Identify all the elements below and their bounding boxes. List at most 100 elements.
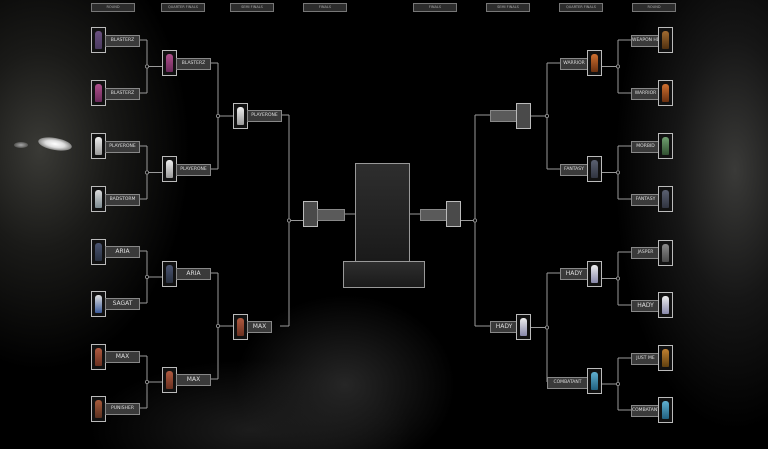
player-name-plate[interactable]: COMBATANT (547, 377, 588, 389)
player-name-plate[interactable]: MAX (105, 351, 140, 363)
player-name-plate[interactable]: SAGAT (105, 298, 140, 310)
player-name-plate[interactable]: BLASTERZ (105, 88, 140, 100)
fighter-portrait (166, 160, 173, 178)
player-name-plate[interactable]: COMBATANT (631, 405, 660, 417)
player-card[interactable] (162, 261, 177, 287)
player-card[interactable] (658, 80, 673, 106)
player-name-plate[interactable]: FANTASY (560, 164, 588, 176)
player-card[interactable] (587, 368, 602, 394)
fighter-portrait (662, 137, 669, 155)
player-card[interactable] (91, 80, 106, 106)
final-slot-card[interactable] (446, 201, 461, 227)
fighter-portrait (662, 401, 669, 419)
fighter-portrait (591, 372, 598, 390)
player-card[interactable] (233, 314, 248, 340)
fighter-portrait (95, 137, 102, 155)
fighter-portrait (166, 371, 173, 389)
player-card[interactable] (91, 396, 106, 422)
player-card[interactable] (658, 397, 673, 423)
bracket-node (616, 276, 621, 281)
header-left-semi: SEMI FINALS (230, 3, 274, 12)
player-card[interactable] (658, 186, 673, 212)
player-card[interactable] (91, 186, 106, 212)
header-right-semi: SEMI FINALS (486, 3, 530, 12)
player-card[interactable] (91, 27, 106, 53)
fighter-portrait (662, 190, 669, 208)
header-right-final: FINALS (413, 3, 457, 12)
player-card[interactable] (233, 103, 248, 129)
player-name-plate[interactable]: PLAYERONE (105, 141, 140, 153)
player-name-plate[interactable]: ARIA (176, 268, 211, 280)
player-card[interactable] (658, 133, 673, 159)
bracket-node (144, 274, 149, 279)
player-card[interactable] (162, 156, 177, 182)
player-name-plate[interactable]: PUNISHER (105, 403, 140, 415)
fighter-portrait (591, 54, 598, 72)
player-name-plate[interactable]: HADY (631, 300, 660, 312)
fighter-portrait (95, 348, 102, 366)
fighter-portrait (95, 400, 102, 418)
player-card[interactable] (587, 50, 602, 76)
fighter-portrait (662, 296, 669, 314)
fighter-portrait (95, 243, 102, 261)
player-card[interactable] (587, 261, 602, 287)
player-name-plate[interactable]: PLAYERONE (176, 164, 211, 176)
bracket-node (286, 218, 291, 223)
header-right-round: ROUND (632, 3, 676, 12)
player-name-plate[interactable]: JASPER (631, 247, 660, 259)
player-name-plate[interactable]: BLASTERZ (105, 35, 140, 47)
player-card[interactable] (587, 156, 602, 182)
player-name-plate[interactable]: MAX (247, 321, 272, 333)
player-name-plate[interactable]: BADSTORM (105, 194, 140, 206)
player-name-plate[interactable]: PLAYERONE (247, 110, 282, 122)
bracket-node (472, 218, 477, 223)
fighter-portrait (662, 349, 669, 367)
player-card[interactable] (91, 239, 106, 265)
player-card[interactable] (91, 133, 106, 159)
player-name-plate[interactable]: MAX (176, 374, 211, 386)
player-name-plate[interactable]: WARRIOR (631, 88, 660, 100)
player-name-plate[interactable]: BLASTERZ (176, 58, 211, 70)
fighter-portrait (662, 244, 669, 262)
fighter-portrait (662, 84, 669, 102)
fighter-portrait (662, 31, 669, 49)
player-card[interactable] (162, 50, 177, 76)
player-name-plate[interactable]: FANTASY (631, 194, 660, 206)
player-name-plate[interactable]: JUST ME (631, 353, 660, 365)
header-left-quarter: QUARTER FINALS (161, 3, 205, 12)
player-card[interactable] (658, 240, 673, 266)
bracket-node (545, 325, 550, 330)
fighter-portrait (95, 84, 102, 102)
trophy-pillar (355, 163, 410, 262)
player-name-plate[interactable]: MORBID (631, 141, 660, 153)
player-name-plate[interactable]: WARRIOR (560, 58, 588, 70)
bracket-node (616, 64, 621, 69)
header-left-final: FINALS (303, 3, 347, 12)
player-card[interactable] (91, 344, 106, 370)
player-card[interactable] (658, 27, 673, 53)
player-card[interactable] (516, 314, 531, 340)
fighter-portrait (95, 31, 102, 49)
player-card[interactable] (516, 103, 531, 129)
player-name-plate[interactable]: HADY (490, 321, 518, 333)
header-left-round: ROUND (91, 3, 135, 12)
fighter-portrait (237, 107, 244, 125)
player-name-plate[interactable]: HADY (560, 268, 588, 280)
final-slot-card[interactable] (303, 201, 318, 227)
player-name-plate[interactable] (490, 110, 518, 122)
player-name-plate[interactable]: WEAPON HD (631, 35, 660, 47)
bracket-node (616, 170, 621, 175)
background-eye-glow-secondary (14, 142, 28, 148)
bracket-node (144, 170, 149, 175)
player-card[interactable] (658, 292, 673, 318)
player-card[interactable] (658, 345, 673, 371)
bracket-node (616, 381, 621, 386)
bracket-node (144, 64, 149, 69)
final-slot-plate[interactable] (420, 209, 448, 221)
player-card[interactable] (91, 291, 106, 317)
player-name-plate[interactable]: ARIA (105, 246, 140, 258)
final-slot-plate[interactable] (317, 209, 345, 221)
bracket-node (215, 323, 220, 328)
player-card[interactable] (162, 367, 177, 393)
